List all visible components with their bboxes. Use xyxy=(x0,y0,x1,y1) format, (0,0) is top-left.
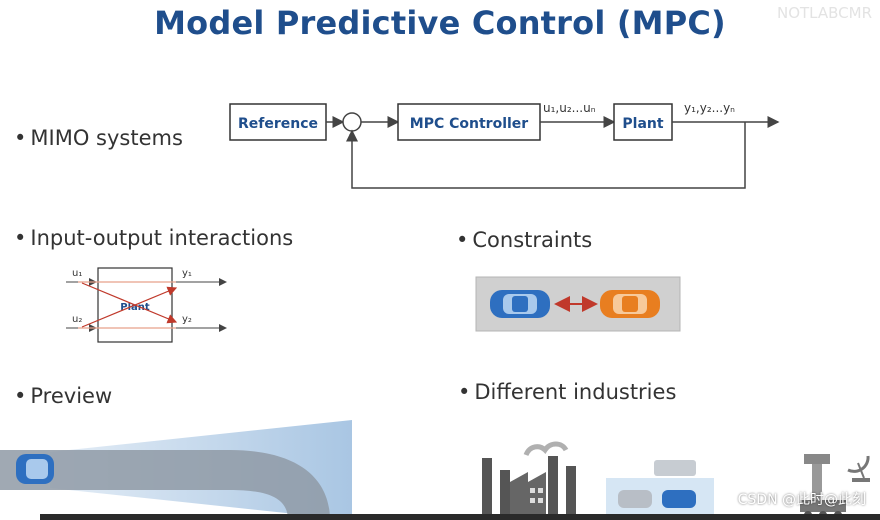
bullet-io-label: Input-output interactions xyxy=(30,226,294,250)
satellite-dish-icon xyxy=(847,455,870,482)
industries-illustration xyxy=(482,441,870,520)
page-title: Model Predictive Control (MPC) xyxy=(154,4,726,42)
io-cross-u2-y1 xyxy=(81,286,178,328)
mpc-controller-label: MPC Controller xyxy=(410,116,529,132)
preview-road xyxy=(0,450,330,520)
io-cross-u1-y2 xyxy=(81,282,178,324)
io-u1-label: u₁ xyxy=(72,268,82,279)
bullet-industries: •Different industries xyxy=(458,380,677,404)
bullet-constraints-label: Constraints xyxy=(472,228,593,252)
video-progress-bar[interactable] xyxy=(40,514,880,520)
bullet-io: •Input-output interactions xyxy=(14,226,294,250)
io-y2-label: y₂ xyxy=(182,314,192,325)
trucks-icon xyxy=(606,460,714,520)
y-signal-label: y₁,y₂...yₙ xyxy=(684,101,735,115)
watermark-top: NOTLABCMR xyxy=(776,4,872,22)
factory-icon xyxy=(482,441,576,520)
io-y1-label: y₁ xyxy=(182,268,192,279)
block-diagram: Reference - MPC Controller u₁,u₂...uₙ Pl… xyxy=(229,101,780,189)
constraints-illustration xyxy=(475,276,681,332)
preview-illustration xyxy=(0,420,352,520)
reference-block xyxy=(229,103,327,141)
plant-label: Plant xyxy=(622,116,663,132)
bullet-mimo-label: MIMO systems xyxy=(30,126,183,150)
robot-icon xyxy=(800,454,846,519)
plant-block xyxy=(613,103,673,141)
io-interaction-diagram: Plant u₁ u₂ y₁ y₂ xyxy=(66,267,227,343)
bullet-constraints: •Constraints xyxy=(456,228,593,252)
bullet-mimo: •MIMO systems xyxy=(14,126,183,150)
bullet-industries-label: Different industries xyxy=(474,380,677,404)
mpc-controller-block xyxy=(397,103,541,141)
watermark-bottom: CSDN @此时@此刻 xyxy=(737,492,866,508)
io-u2-label: u₂ xyxy=(72,314,82,325)
u-signal-label: u₁,u₂...uₙ xyxy=(543,101,596,115)
blue-car-icon xyxy=(490,290,550,318)
bullet-preview: •Preview xyxy=(14,384,113,408)
bullet-preview-label: Preview xyxy=(30,384,113,408)
reference-label: Reference xyxy=(238,116,318,132)
io-plant-label: Plant xyxy=(120,302,150,313)
preview-car-icon xyxy=(16,454,54,484)
orange-car-icon xyxy=(600,290,660,318)
feedback-loop xyxy=(346,122,746,189)
